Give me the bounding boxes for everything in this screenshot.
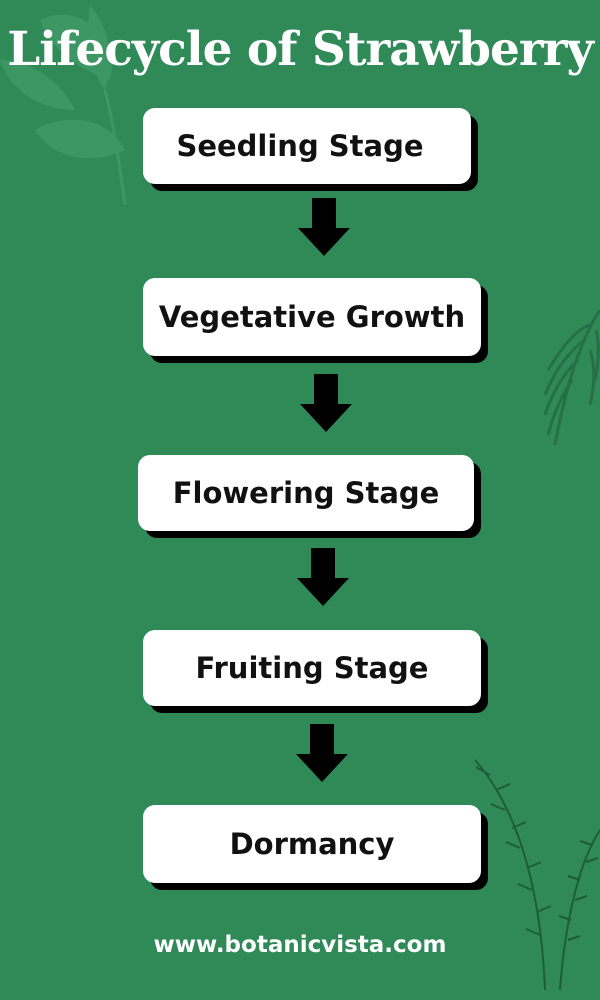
- arrow-down-icon: [296, 724, 348, 782]
- fern-icon: [543, 309, 600, 446]
- arrow-down-icon: [297, 548, 349, 606]
- stage-label: Seedling Stage: [176, 129, 424, 163]
- arrow-down-icon: [300, 374, 352, 432]
- stage-label: Vegetative Growth: [158, 300, 466, 334]
- stage-box-vegetative: Vegetative Growth: [143, 278, 481, 356]
- stage-box-flowering: Flowering Stage: [138, 455, 474, 531]
- page-title: Lifecycle of Strawberry: [7, 22, 594, 77]
- arrow-down-icon: [298, 198, 350, 256]
- sprig-icon: [474, 759, 600, 991]
- stage-label: Flowering Stage: [172, 476, 440, 510]
- leaf-icon: [0, 5, 127, 206]
- stage-box-seedling: Seedling Stage: [143, 108, 471, 184]
- stage-box-dormancy: Dormancy: [143, 805, 481, 883]
- stage-label: Fruiting Stage: [195, 651, 429, 685]
- website-url: www.botanicvista.com: [153, 932, 447, 958]
- stage-label: Dormancy: [229, 827, 395, 861]
- stage-box-fruiting: Fruiting Stage: [143, 630, 481, 706]
